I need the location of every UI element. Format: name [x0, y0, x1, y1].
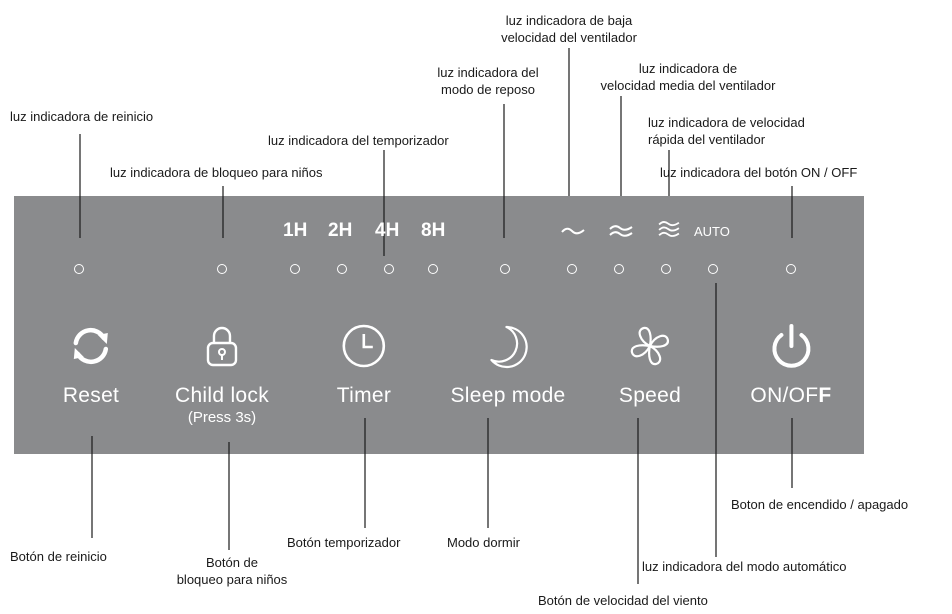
timer-label-1h: 1H — [283, 220, 308, 241]
power-button-label: ON/OFF — [750, 384, 832, 407]
annotation-reset-light: luz indicadora de reinicio — [10, 109, 154, 124]
annotation-speed-button: Botón de velocidad del viento — [538, 593, 708, 608]
wave-medium-icon — [609, 225, 633, 237]
timer-label-8h: 8H — [421, 220, 446, 241]
power-button[interactable]: ON/OFF — [750, 322, 831, 408]
moon-icon — [489, 325, 528, 369]
annotation-power-light: luz indicadora del botón ON / OFF — [660, 165, 858, 180]
timer-2h-indicator-light — [337, 264, 347, 274]
power-icon — [772, 324, 810, 368]
power-indicator-light — [786, 264, 796, 274]
control-panel — [14, 196, 864, 454]
annotation-child-lock-button: Botón de bloqueo para niños — [177, 554, 288, 588]
auto-label: AUTO — [694, 224, 730, 239]
annotation-child-lock-button-line1: Botón de — [205, 555, 259, 570]
annotation-high-speed-line1: luz indicadora de velocidad — [648, 115, 805, 130]
annotation-low-speed-line1: luz indicadora de baja — [505, 13, 633, 28]
reset-indicator-light — [74, 264, 84, 274]
low-speed-indicator-light — [567, 264, 577, 274]
annotation-low-speed-line2: velocidad del ventilador — [501, 30, 637, 45]
child-lock-press-note: (Press 3s) — [187, 409, 257, 426]
sleep-mode-button[interactable]: Sleep mode — [450, 322, 565, 408]
annotation-child-lock-button-line2: bloqueo para niños — [176, 572, 288, 587]
annotation-high-speed-light: luz indicadora de velocidad rápida del v… — [648, 114, 805, 148]
timer-button-label: Timer — [336, 384, 392, 407]
timer-button[interactable]: Timer — [337, 322, 391, 408]
child-lock-button[interactable]: Child lock (Press 3s) — [175, 322, 269, 426]
annotation-mid-speed-line2: velocidad media del ventilador — [600, 78, 776, 93]
timer-label-4h: 4H — [375, 220, 400, 241]
clock-icon — [342, 324, 386, 368]
speed-button-label: Speed — [618, 384, 682, 407]
speed-button[interactable]: Speed — [619, 322, 681, 408]
reset-button-label: Reset — [62, 384, 120, 407]
refresh-icon — [73, 327, 109, 365]
child-lock-indicator-light — [217, 264, 227, 274]
child-lock-button-label: Child lock — [174, 384, 270, 407]
sleep-indicator-light — [500, 264, 510, 274]
timer-label-2h: 2H — [328, 220, 353, 241]
reset-button[interactable]: Reset — [63, 322, 119, 408]
annotation-high-speed-line2: rápida del ventilador — [648, 132, 766, 147]
timer-8h-indicator-light — [428, 264, 438, 274]
fan-icon — [630, 326, 670, 366]
high-speed-indicator-light — [661, 264, 671, 274]
annotation-mid-speed-line1: luz indicadora de — [638, 61, 738, 76]
mid-speed-indicator-light — [614, 264, 624, 274]
annotation-sleep-light: luz indicadora del modo de reposo — [437, 64, 538, 98]
padlock-icon — [206, 326, 238, 367]
annotation-low-speed-light: luz indicadora de baja velocidad del ven… — [501, 12, 637, 46]
wave-high-icon — [658, 221, 680, 237]
annotation-sleep-light-line2: modo de reposo — [441, 82, 535, 97]
annotation-sleep-button: Modo dormir — [447, 535, 520, 550]
annotation-sleep-light-line1: luz indicadora del — [437, 65, 539, 80]
power-button-label-bold: F — [818, 384, 832, 407]
annotation-mid-speed-light: luz indicadora de velocidad media del ve… — [601, 60, 776, 94]
timer-1h-indicator-light — [290, 264, 300, 274]
annotation-auto-light: luz indicadora del modo automático — [642, 559, 847, 574]
auto-indicator-light — [708, 264, 718, 274]
timer-4h-indicator-light — [384, 264, 394, 274]
sleep-mode-button-label: Sleep mode — [450, 384, 566, 407]
annotation-child-lock-light: luz indicadora de bloqueo para niños — [110, 165, 323, 180]
annotation-reset-button: Botón de reinicio — [10, 549, 107, 564]
annotation-timer-button: Botón temporizador — [287, 535, 401, 550]
annotation-timer-light: luz indicadora del temporizador — [268, 133, 449, 148]
annotation-power-button: Boton de encendido / apagado — [731, 497, 909, 512]
wave-low-icon — [561, 227, 585, 235]
